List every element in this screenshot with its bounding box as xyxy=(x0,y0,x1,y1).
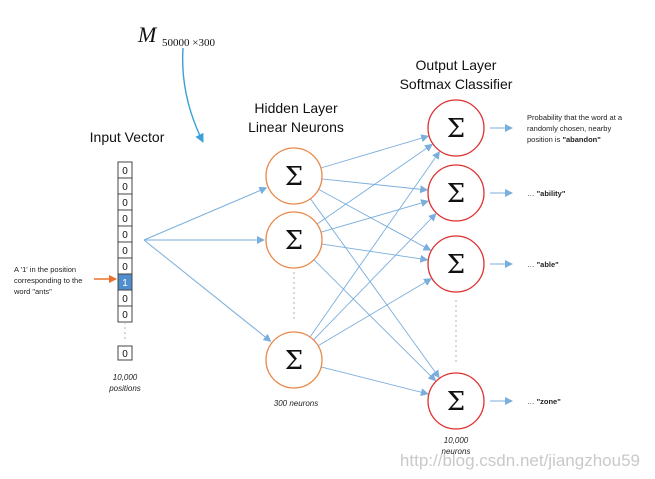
output-neuron xyxy=(427,235,485,293)
hidden-to-output-connection xyxy=(316,143,433,225)
input-cell-value: 0 xyxy=(122,166,128,177)
input-annotation: A '1' in the position corresponding to t… xyxy=(13,265,117,296)
hidden-to-output-connection xyxy=(313,213,437,341)
watermark: http://blog.csdn.net/jiangzhou59 xyxy=(400,451,640,470)
input-cell-value: 0 xyxy=(122,310,128,321)
input-cell-last-value: 0 xyxy=(122,349,128,360)
hidden-title-line1: Hidden Layer xyxy=(254,100,338,116)
hidden-neuron xyxy=(265,211,323,269)
output-label-line: Probability that the word at a xyxy=(527,113,623,122)
matrix-symbol: M xyxy=(137,22,158,47)
hidden-title-line2: Linear Neurons xyxy=(248,119,344,135)
input-cell-value: 0 xyxy=(122,294,128,305)
input-cell-value: 0 xyxy=(122,262,128,273)
output-neuron xyxy=(427,99,485,157)
hidden-to-output-connection xyxy=(310,198,440,379)
output-label-word: … "zone" xyxy=(527,397,561,406)
sigma-icon: Σ xyxy=(447,250,465,280)
connection-lines xyxy=(143,134,440,397)
output-labels: Probability that the word at a randomly c… xyxy=(527,113,623,406)
matrix-pointer-arrow xyxy=(181,47,204,143)
hidden-to-output-connection xyxy=(320,199,430,233)
hidden-to-output-connection xyxy=(320,134,430,169)
input-cell-value: 0 xyxy=(122,214,128,225)
hidden-neuron xyxy=(265,147,323,205)
matrix-dimensions: 50000 ×300 xyxy=(162,37,215,49)
sigma-icon: Σ xyxy=(285,226,303,256)
hidden-layer: Hidden Layer Linear Neurons Σ Σ Σ 300 neur… xyxy=(248,100,344,408)
output-neuron xyxy=(427,164,485,222)
annotation-line2: corresponding to the xyxy=(14,276,82,285)
output-neurons: Σ Σ Σ Σ xyxy=(427,99,513,430)
output-count-line1: 10,000 xyxy=(444,436,469,445)
hidden-neuron xyxy=(265,331,323,389)
input-to-hidden-connection xyxy=(143,186,268,241)
input-count-line2: positions xyxy=(108,384,141,393)
hidden-to-output-connection xyxy=(320,366,429,397)
sigma-icon: Σ xyxy=(447,387,465,417)
hidden-to-output-connection xyxy=(309,150,440,338)
input-cell-value: 1 xyxy=(122,278,128,289)
output-label-word: position is "abandon" xyxy=(527,135,601,144)
hidden-neurons: Σ Σ Σ xyxy=(265,147,323,389)
hidden-to-output-connection xyxy=(318,189,432,251)
output-label-word: … "ability" xyxy=(527,189,566,198)
output-title-line2: Softmax Classifier xyxy=(400,76,513,92)
sigma-icon: Σ xyxy=(285,162,303,192)
input-cell-value: 0 xyxy=(122,230,128,241)
sigma-icon: Σ xyxy=(285,346,303,376)
hidden-to-output-connection xyxy=(321,243,429,263)
input-vector-cells: 0 0 0 0 0 0 0 1 0 0 xyxy=(117,161,133,323)
annotation-line1: A '1' in the position xyxy=(14,265,76,274)
output-neuron xyxy=(427,372,485,430)
output-count-line2: neurons xyxy=(442,447,471,456)
input-cell-value: 0 xyxy=(122,198,128,209)
hidden-count-label: 300 neurons xyxy=(274,399,318,408)
weight-matrix-label: M 50000 ×300 xyxy=(137,22,215,143)
input-count-line1: 10,000 xyxy=(113,373,138,382)
sigma-icon: Σ xyxy=(447,114,465,144)
sigma-icon: Σ xyxy=(447,179,465,209)
input-to-hidden-connection xyxy=(143,239,272,342)
output-label-word: … "able" xyxy=(527,260,559,269)
input-vector-title: Input Vector xyxy=(90,129,165,145)
input-cell-last xyxy=(117,345,133,361)
hidden-to-output-connection xyxy=(313,259,437,382)
hidden-to-output-connection xyxy=(317,278,432,347)
output-label-line: randomly chosen, nearby xyxy=(527,124,611,133)
output-title-line1: Output Layer xyxy=(416,57,497,73)
input-vector: Input Vector 0 0 0 0 0 0 0 1 0 0 0 10,000 positio… xyxy=(90,129,165,393)
annotation-line3: word "ants" xyxy=(13,287,52,296)
input-cell-value: 0 xyxy=(122,182,128,193)
output-layer: Output Layer Softmax Classifier Σ Σ Σ Σ 10,… xyxy=(400,57,623,456)
input-cell-value: 0 xyxy=(122,246,128,257)
